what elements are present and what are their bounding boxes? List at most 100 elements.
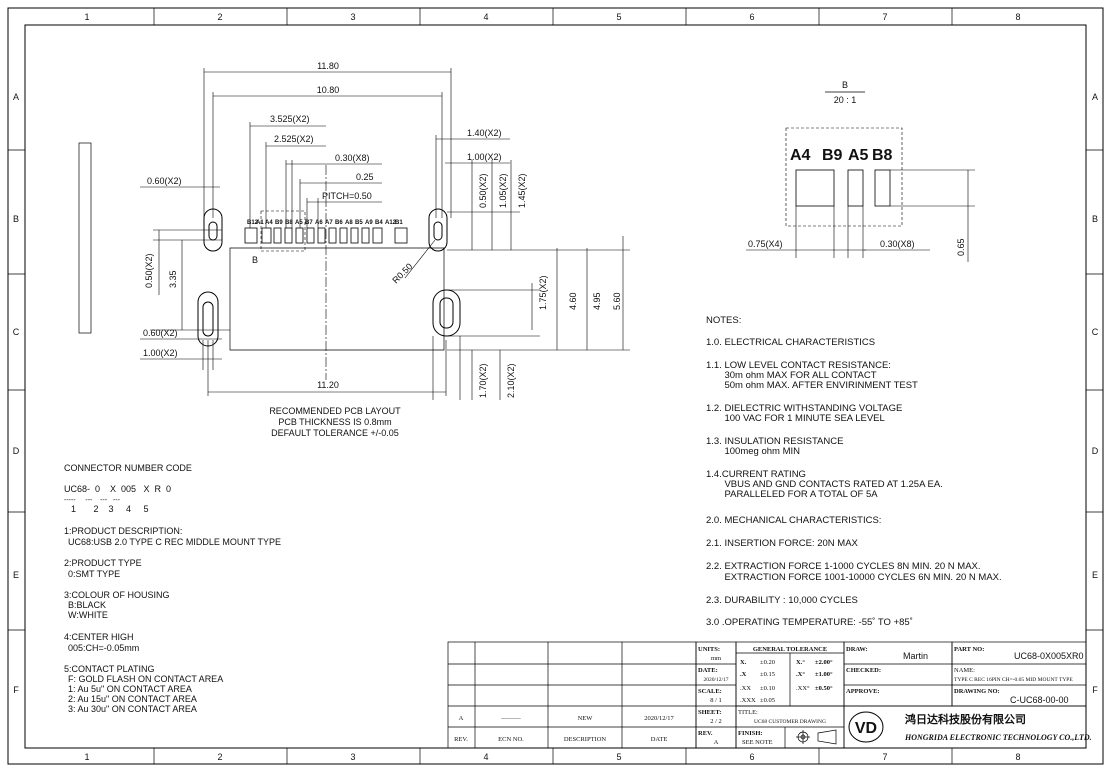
pin-label: A4: [265, 220, 273, 226]
pad: [317, 227, 326, 244]
svg-text:±1.00°: ±1.00°: [815, 671, 833, 678]
title-label: TITLE:: [738, 709, 758, 716]
name-label: NAME:: [954, 667, 975, 674]
notes-line: 3.0 .OPERATING TEMPERATURE: -55˚ TO +85˚: [706, 617, 913, 628]
pad: [306, 227, 315, 244]
title-block: REV. ECN NO. DESCRIPTION DATE A ——— NEW …: [447, 641, 1092, 749]
dim-text: 10.80: [317, 85, 340, 95]
notes-block: NOTES: 1.0. ELECTRICAL CHARACTERISTICS 1…: [706, 315, 1002, 628]
notes-line: 1.0. ELECTRICAL CHARACTERISTICS: [706, 337, 875, 348]
zone-col-label: 5: [616, 12, 621, 22]
dim-text: 1.40(X2): [467, 128, 502, 138]
date-label: DATE:: [698, 667, 718, 674]
layout-caption: PCB THICKNESS IS 0.8mm: [278, 417, 391, 427]
svg-text:±0.10: ±0.10: [760, 685, 775, 692]
title-value: UC68 CUSTOMER DRAWING: [754, 719, 826, 725]
code-item-line: B:BLACK: [68, 600, 106, 610]
code-item-title: 1:PRODUCT DESCRIPTION:: [64, 526, 182, 536]
detail-dim: 0.75(X4): [748, 239, 783, 249]
approve-label: APPROVE:: [846, 688, 880, 695]
zone-row-label: D: [13, 446, 20, 456]
code-indexes: 1 2 3 4 5: [71, 504, 149, 514]
layout-caption: DEFAULT TOLERANCE +/-0.05: [271, 428, 399, 438]
dim-text: 1.75(X2): [538, 275, 548, 310]
dim-text: 11.20: [317, 380, 339, 390]
svg-text:.X: .X: [740, 671, 747, 678]
zone-col-label: 6: [749, 12, 754, 22]
dimension-lines: [140, 68, 630, 400]
detail-pin-label: B8: [872, 147, 893, 164]
dim-text: 2.10(X2): [506, 363, 516, 398]
code-item-line: 1: Au 5u" ON CONTACT AREA: [68, 684, 192, 694]
zone-row-label: C: [13, 327, 20, 337]
pad: [372, 227, 383, 244]
notes-line: PARALLELED FOR A TOTAL OF 5A: [706, 489, 878, 500]
pin-label: B5: [355, 220, 363, 226]
tolerance-table: X. ±0.20 X.° ±2.00° .X ±0.15 .X° ±1.00° …: [740, 659, 833, 704]
pcb-layout-view: B B12 A1 A4 B9 B8 A5 B7 A6 A7 B6 A8 B5 A…: [78, 61, 630, 438]
code-item-title: 2:PRODUCT TYPE: [64, 558, 142, 568]
outer-frame: [7, 7, 1104, 765]
notes-line: 2.0. MECHANICAL CHARACTERISTICS:: [706, 515, 881, 526]
units-label: UNITS:: [698, 646, 720, 653]
dim-text: 1.00(X2): [467, 152, 502, 162]
code-string: UC68- 0 X 005 X R 0: [64, 484, 171, 494]
detail-b-ref: B: [252, 255, 258, 265]
svg-text:.X°: .X°: [796, 671, 805, 678]
date-label-value: 2020/12/17: [703, 677, 728, 683]
general-tolerance: GENERAL TOLERANCE: [753, 646, 827, 653]
scale-value: 8 / 1: [710, 697, 722, 704]
code-underline: ----- --- --- ---: [64, 497, 121, 504]
units-value: mm: [711, 655, 721, 662]
date-header: DATE: [651, 736, 668, 743]
detail-pin-label: B9: [822, 147, 843, 164]
top-right-slot: [428, 208, 448, 252]
dim-text: 1.70(X2): [478, 363, 488, 398]
pad: [350, 227, 359, 244]
notes-line: 100 VAC FOR 1 MINUTE SEA LEVEL: [706, 413, 885, 424]
dim-text: 1.00(X2): [143, 348, 178, 358]
pin-label: A1: [256, 220, 264, 226]
drawing-no-label: DRAWING NO:: [954, 688, 1000, 695]
dim-text: 3.525(X2): [270, 114, 310, 124]
zone-rows: A B C D E F A B C D E F: [8, 92, 1103, 695]
sheet-label: SHEET:: [698, 709, 721, 716]
detail-scale: 20 : 1: [834, 95, 857, 105]
notes-line: 1.2. DIELECTRIC WITHSTANDING VOLTAGE: [706, 403, 902, 414]
svg-text:.XX°: .XX°: [796, 685, 810, 692]
detail-title: B: [842, 80, 848, 90]
sheet-value: 2 / 2: [710, 718, 722, 725]
checked-label: CHECKED:: [846, 667, 881, 674]
pin-label: B1: [395, 220, 403, 226]
rev-value-box: A: [714, 739, 719, 746]
notes-line: 1.3. INSULATION RESISTANCE: [706, 436, 843, 447]
bottom-right-slot: [432, 289, 461, 337]
dim-text: 1.05(X2): [498, 173, 508, 208]
zone-row-label: C: [1092, 327, 1099, 337]
notes-heading: NOTES:: [706, 315, 741, 326]
drawing-no-value: C-UC68-00-00: [1010, 695, 1069, 705]
projection-cone-icon: [817, 729, 837, 745]
dim-text: 0.50(X2): [478, 173, 488, 208]
pin-label: A6: [315, 220, 323, 226]
code-item-title: 3:COLOUR OF HOUSING: [64, 590, 170, 600]
zone-col-label: 7: [882, 752, 887, 762]
zone-row-label: E: [13, 570, 19, 580]
notes-line: 50m ohm MAX. AFTER ENVIRINMENT TEST: [706, 380, 918, 391]
svg-text:.XXX: .XXX: [740, 697, 756, 704]
zone-col-label: 1: [84, 12, 89, 22]
pin-labels: B12 A1 A4 B9 B8 A5 B7 A6 A7 B6 A8 B5 A9 …: [247, 220, 403, 226]
pad: [339, 227, 348, 244]
dim-text: R0.50: [390, 261, 414, 285]
detail-frame: [785, 127, 903, 227]
layout-caption: RECOMMENDED PCB LAYOUT: [269, 406, 401, 416]
zone-col-label: 8: [1015, 12, 1020, 22]
detail-pad: [847, 169, 864, 207]
notes-line: EXTRACTION FORCE 1001-10000 CYCLES 6N MI…: [706, 572, 1002, 583]
detail-b-view: B 20 : 1 A4 B9 A5 B8 0.75(X4) 0.30(X8) 0…: [746, 80, 975, 262]
notes-line: 2.1. INSERTION FORCE: 20N MAX: [706, 538, 859, 549]
ecn-value: ———: [500, 715, 521, 722]
board-outline: [229, 247, 445, 351]
zone-col-label: 1: [84, 752, 89, 762]
